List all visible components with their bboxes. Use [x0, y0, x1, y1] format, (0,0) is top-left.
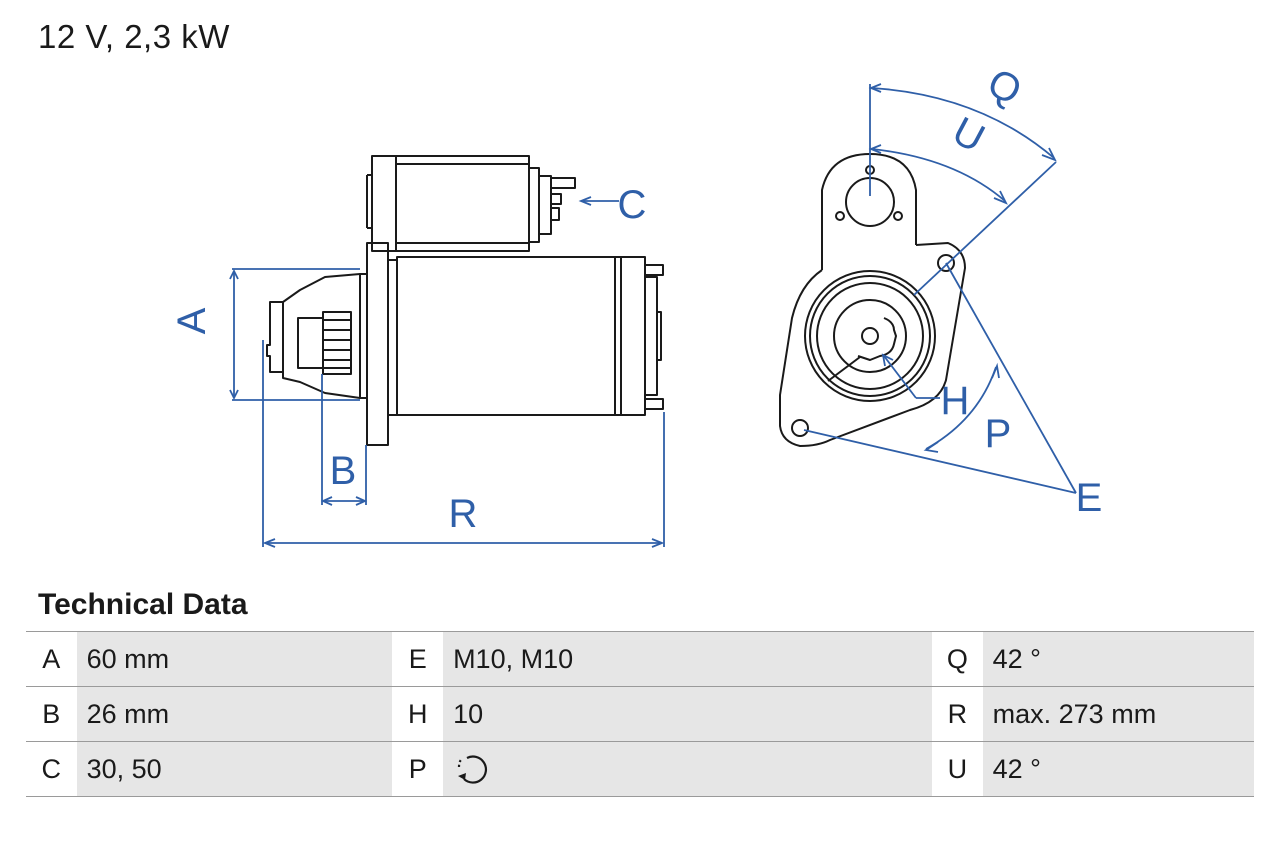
starter-motor-drawing: A B C R Q U H P E — [170, 60, 1102, 548]
spec-key: R — [932, 686, 983, 742]
spec-key: U — [932, 741, 983, 797]
dimension-labels: A B C R Q U H P E — [170, 60, 1102, 536]
spec-key: E — [392, 631, 444, 687]
label-p: P — [985, 412, 1012, 456]
table-row: A 60 mm E M10, M10 Q 42 ° — [26, 631, 1254, 687]
spec-key: A — [26, 631, 77, 687]
label-u: U — [945, 109, 991, 161]
spec-value: 26 mm — [76, 686, 393, 742]
product-title: 12 V, 2,3 kW — [38, 18, 230, 55]
label-e: E — [1076, 476, 1103, 520]
label-h: H — [941, 379, 970, 423]
spec-key: P — [392, 741, 444, 797]
spec-value: 60 mm — [76, 631, 393, 687]
label-q: Q — [980, 60, 1028, 113]
spec-key: C — [26, 741, 77, 797]
spec-key: H — [392, 686, 444, 742]
spec-value: 42 ° — [982, 741, 1254, 797]
label-c: C — [618, 183, 647, 227]
spec-value: max. 273 mm — [982, 686, 1254, 742]
table-row: C 30, 50 P U 42 ° — [26, 741, 1254, 797]
spec-value: M10, M10 — [443, 631, 933, 687]
side-view — [266, 155, 664, 446]
spec-value-rotation — [443, 741, 933, 797]
spec-value: 10 — [443, 686, 933, 742]
technical-data-heading: Technical Data — [38, 588, 248, 621]
label-a: A — [170, 307, 214, 334]
label-b: B — [330, 449, 357, 493]
spec-value: 30, 50 — [76, 741, 393, 797]
side-view-dimensions — [229, 196, 665, 548]
front-view — [779, 153, 966, 447]
spec-key: Q — [932, 631, 983, 687]
label-r: R — [449, 492, 478, 536]
clockwise-rotation-icon — [457, 755, 488, 784]
front-view-dimensions — [803, 83, 1077, 494]
spec-key: B — [26, 686, 77, 742]
spec-value: 42 ° — [982, 631, 1254, 687]
table-row: B 26 mm H 10 R max. 273 mm — [26, 686, 1254, 742]
technical-data-table: A 60 mm E M10, M10 Q 42 ° B 26 mm H 10 R… — [26, 631, 1254, 797]
